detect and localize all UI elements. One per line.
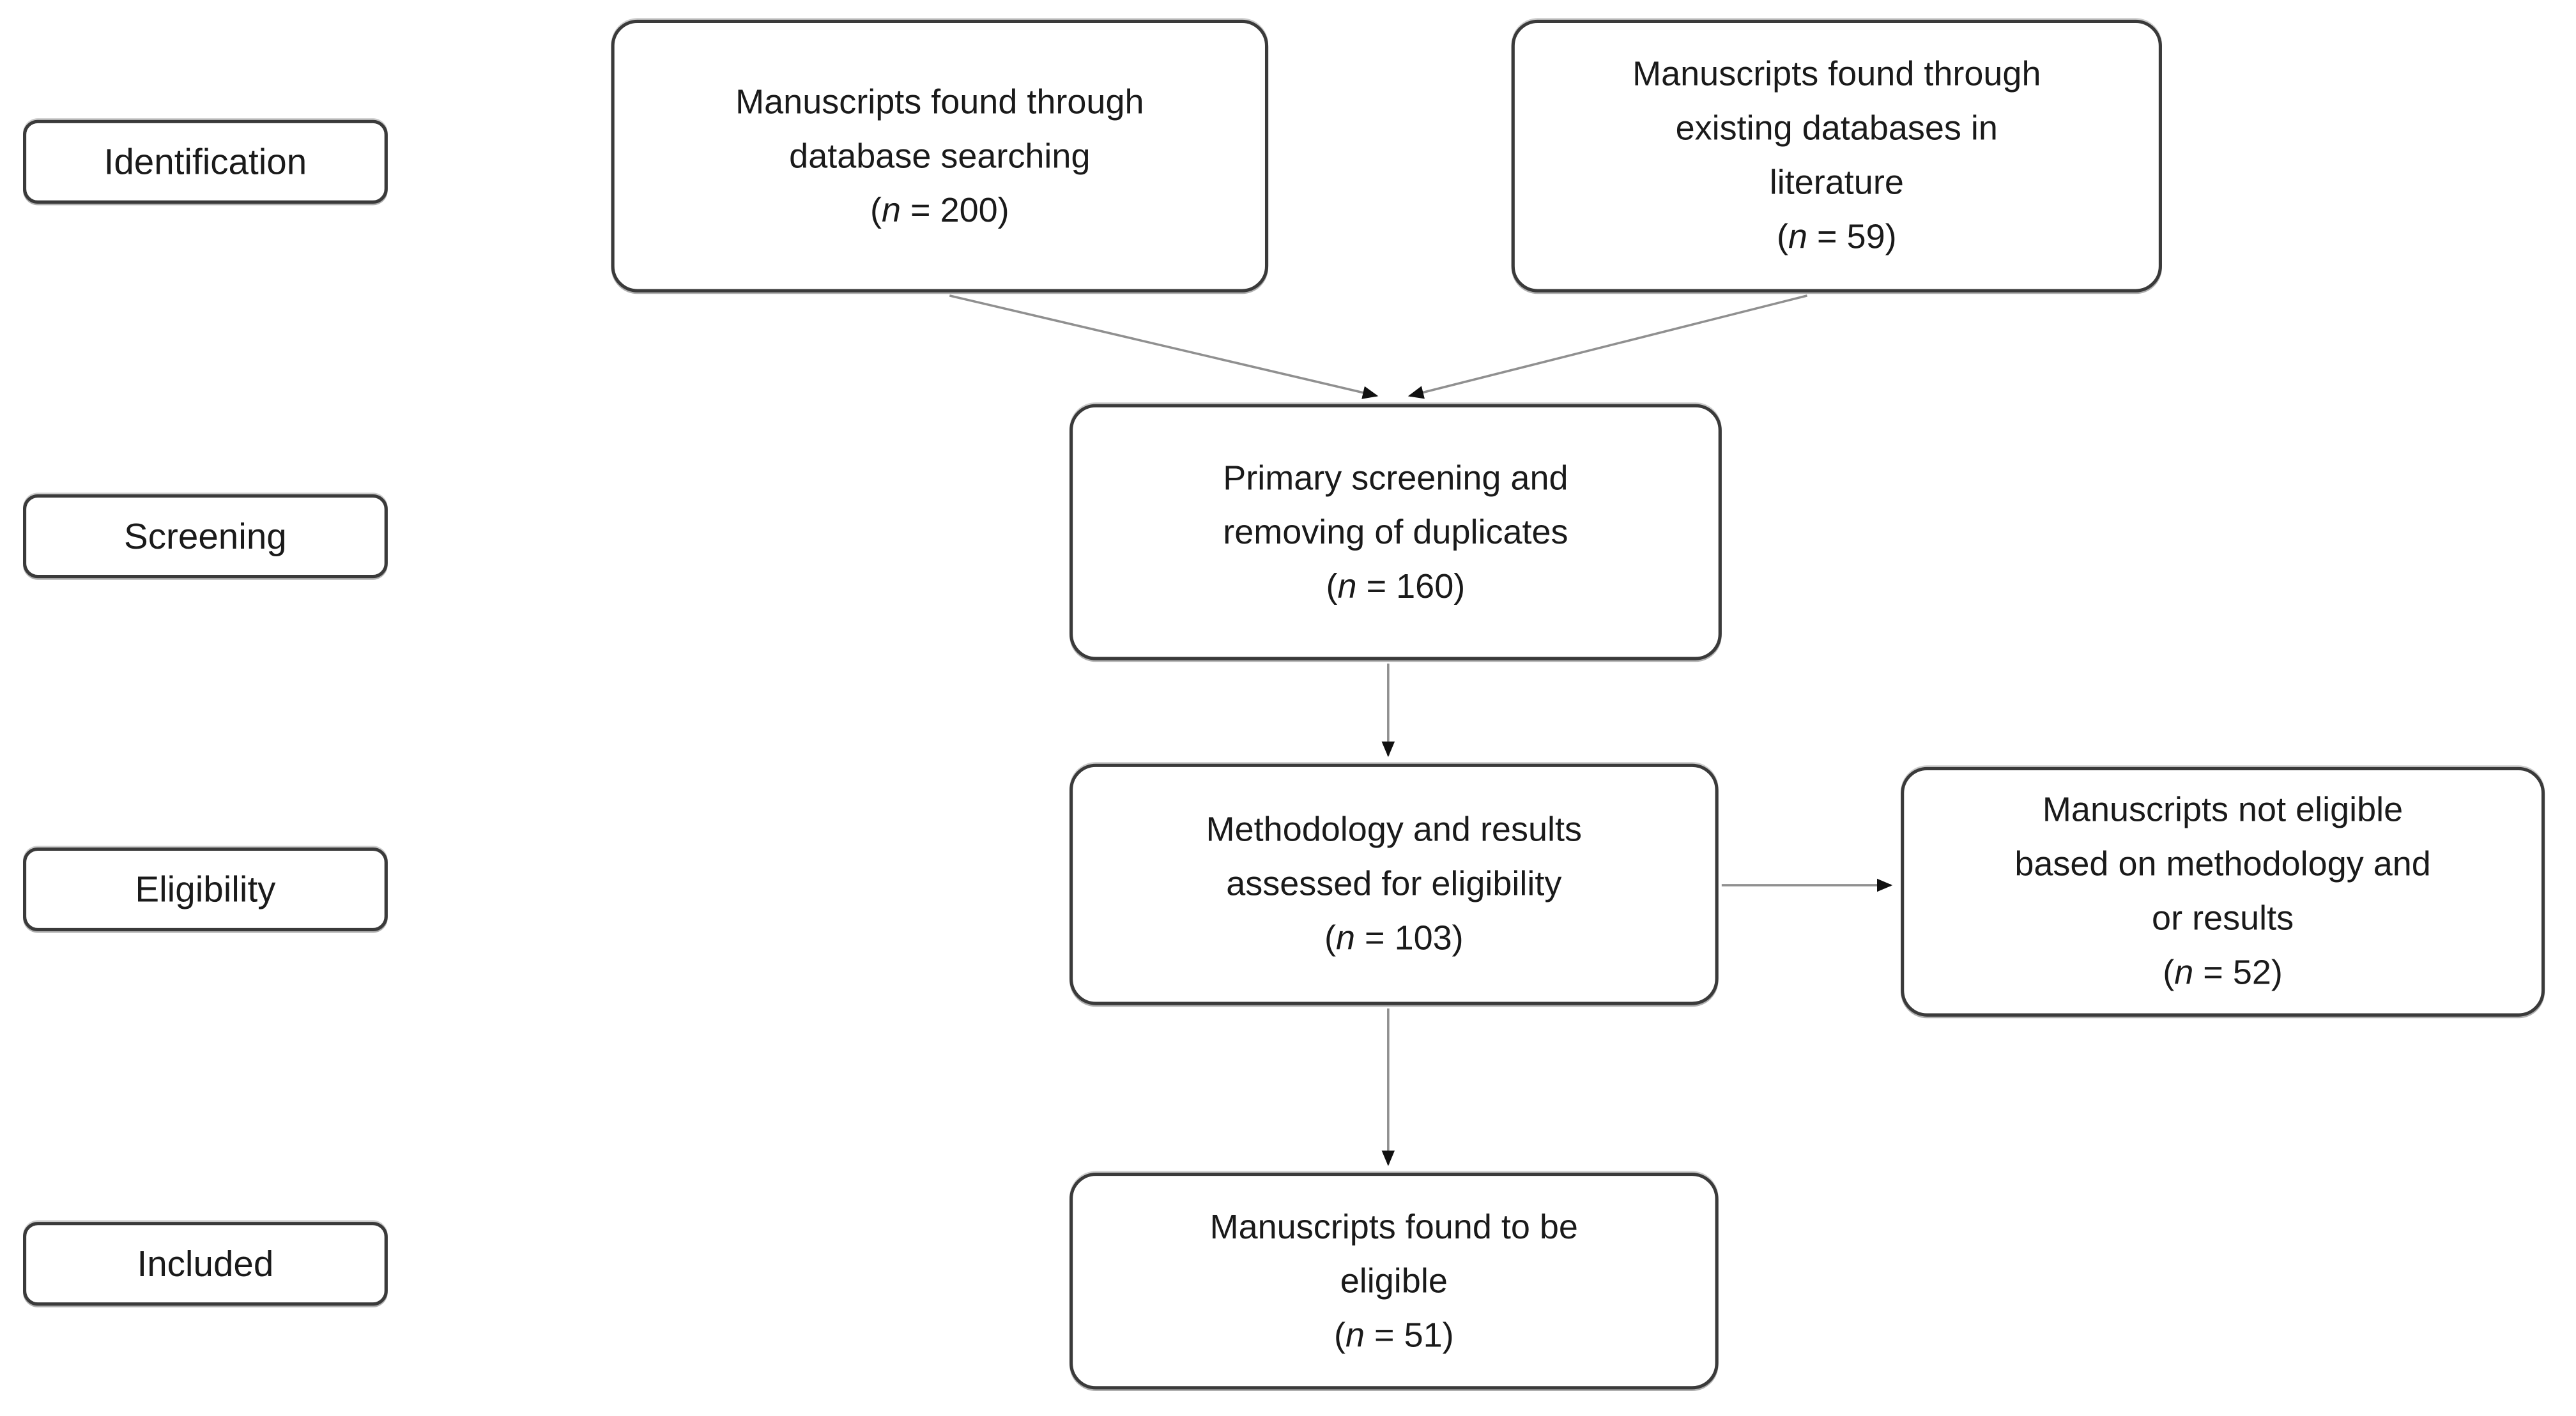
box-text-line: eligible — [1340, 1262, 1448, 1300]
box-text-line: or results — [2152, 900, 2294, 938]
count-variable: n — [1788, 218, 1808, 257]
stage-label-screening: Screening — [22, 494, 388, 579]
box-methodology-assessed: Methodology and results assessed for eli… — [1069, 763, 1719, 1005]
box-text-line: Methodology and results — [1206, 811, 1583, 849]
stage-label-text: Eligibility — [135, 867, 276, 910]
box-text-line: assessed for eligibility — [1226, 865, 1562, 904]
box-not-eligible: Manuscripts not eligible based on method… — [1901, 766, 2545, 1017]
box-text-line: existing databases in — [1675, 110, 1998, 148]
count-open: ( — [1326, 567, 1338, 605]
count-value: = 160) — [1356, 567, 1466, 605]
count-variable: n — [1337, 567, 1357, 605]
arrow-db-search-to-primary-screening — [949, 294, 1379, 399]
count-value: = 103) — [1355, 919, 1464, 958]
box-text-line: Manuscripts found through — [1632, 56, 2041, 94]
box-count-line: (n = 51) — [1334, 1308, 1454, 1362]
box-count-line: (n = 200) — [870, 183, 1009, 238]
box-primary-screening: Primary screening and removing of duplic… — [1069, 404, 1722, 660]
stage-label-included: Included — [22, 1222, 388, 1306]
count-open: ( — [1776, 218, 1788, 257]
count-variable: n — [881, 191, 901, 229]
stage-label-text: Identification — [103, 140, 307, 182]
count-open: ( — [1324, 919, 1336, 958]
count-open: ( — [2163, 954, 2175, 993]
box-count-line: (n = 160) — [1326, 560, 1466, 614]
stage-label-identification: Identification — [22, 119, 388, 204]
box-text-line: database searching — [789, 137, 1091, 175]
count-value: = 51) — [1365, 1316, 1454, 1355]
count-open: ( — [1333, 1316, 1346, 1355]
box-text-line: removing of duplicates — [1223, 513, 1568, 551]
stage-label-eligibility: Eligibility — [22, 847, 388, 931]
arrow-existing-db-to-primary-screening — [1407, 294, 1807, 399]
box-count-line: (n = 103) — [1324, 911, 1464, 966]
box-text-line: Manuscripts found through — [735, 82, 1144, 121]
count-value: = 200) — [901, 191, 1009, 229]
stage-label-text: Included — [137, 1242, 274, 1284]
box-existing-databases: Manuscripts found through existing datab… — [1511, 19, 2162, 293]
stage-label-text: Screening — [124, 515, 287, 556]
box-count-line: (n = 52) — [2163, 946, 2283, 1000]
count-variable: n — [1335, 919, 1356, 958]
count-variable: n — [1345, 1316, 1365, 1355]
box-database-searching: Manuscripts found through database searc… — [611, 19, 1269, 293]
box-text-line: literature — [1769, 164, 1904, 202]
box-found-eligible: Manuscripts found to be eligible (n = 51… — [1069, 1172, 1719, 1390]
box-text-line: Manuscripts found to be — [1209, 1208, 1578, 1246]
count-value: = 59) — [1807, 218, 1897, 257]
count-open: ( — [870, 191, 882, 229]
box-text-line: based on methodology and — [2014, 846, 2431, 884]
count-variable: n — [2174, 954, 2194, 993]
box-text-line: Primary screening and — [1223, 459, 1568, 497]
box-text-line: Manuscripts not eligible — [2042, 791, 2404, 830]
count-value: = 52) — [2193, 954, 2283, 993]
box-count-line: (n = 59) — [1777, 210, 1897, 264]
